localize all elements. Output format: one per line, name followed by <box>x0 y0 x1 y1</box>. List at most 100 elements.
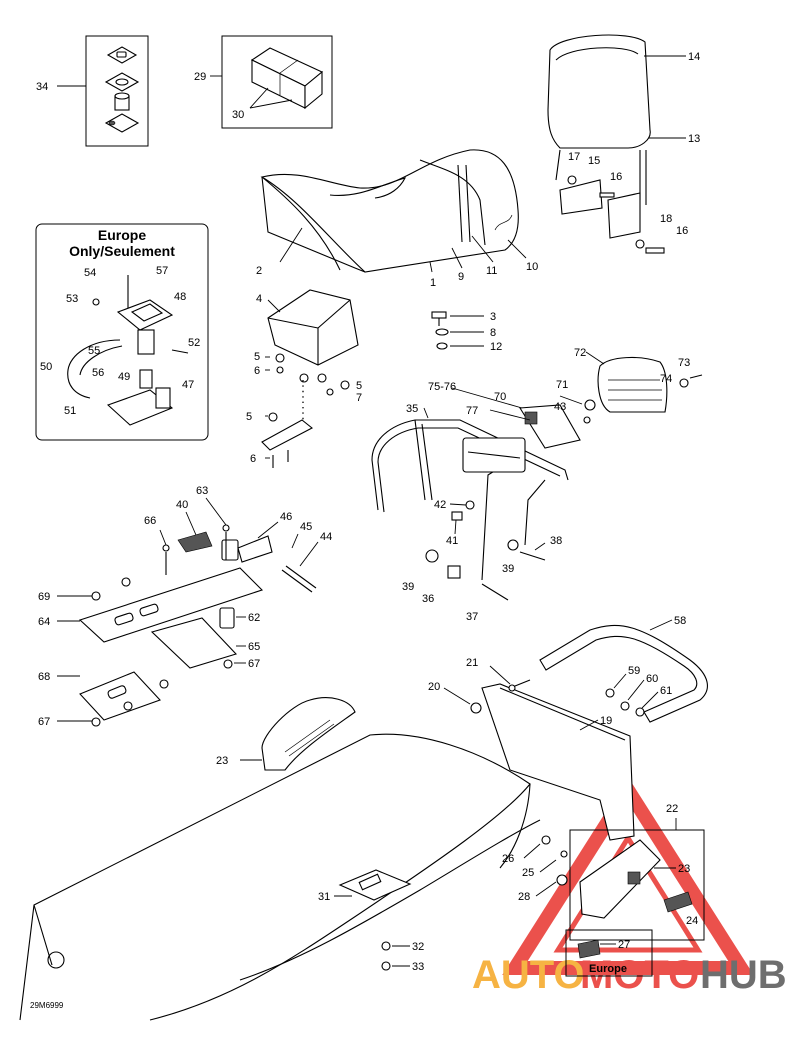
label-39a: 39 <box>502 563 514 575</box>
label-73: 73 <box>678 357 690 369</box>
label-4: 4 <box>256 293 262 305</box>
label-49: 49 <box>118 371 130 383</box>
label-5c: 5 <box>246 411 252 423</box>
label-59: 59 <box>628 665 640 677</box>
label-16b: 16 <box>676 225 688 237</box>
label-46: 46 <box>280 511 292 523</box>
watermark-hub: HUB <box>700 953 787 997</box>
label-66: 66 <box>144 515 156 527</box>
label-50: 50 <box>40 361 52 373</box>
label-42: 42 <box>434 499 446 511</box>
label-7: 7 <box>356 392 362 404</box>
label-52: 52 <box>188 337 200 349</box>
label-16a: 16 <box>610 171 622 183</box>
label-39b: 39 <box>402 581 414 593</box>
label-34: 34 <box>36 81 48 93</box>
label-61: 61 <box>660 685 672 697</box>
label-53: 53 <box>66 293 78 305</box>
seat-drawing <box>260 149 519 273</box>
watermark-auto: AUTO <box>472 953 585 997</box>
label-12: 12 <box>490 341 502 353</box>
label-58: 58 <box>674 615 686 627</box>
label-75-76: 75-76 <box>428 381 456 393</box>
label-44: 44 <box>320 531 332 543</box>
label-55: 55 <box>88 345 100 357</box>
label-36: 36 <box>422 593 434 605</box>
label-74: 74 <box>660 373 672 385</box>
label-11: 11 <box>486 265 497 277</box>
label-22: 22 <box>666 803 678 815</box>
label-45: 45 <box>300 521 312 533</box>
label-56: 56 <box>92 367 104 379</box>
box-34 <box>85 35 149 147</box>
label-32: 32 <box>412 941 424 953</box>
mount-plates-drawing <box>78 524 317 727</box>
label-25: 25 <box>522 867 534 879</box>
seat-bracket-drawing <box>261 289 359 468</box>
rear-rack-drawing <box>371 404 581 581</box>
label-6b: 6 <box>250 453 256 465</box>
label-5b: 5 <box>356 380 362 392</box>
label-77: 77 <box>466 405 478 417</box>
box-europe-27 <box>565 929 653 977</box>
label-65: 65 <box>248 641 260 653</box>
label-14: 14 <box>688 51 700 63</box>
label-71: 71 <box>556 379 568 391</box>
footrest-23-drawing <box>261 697 356 771</box>
europe-box-parts-drawing <box>67 275 189 426</box>
rack-hardware <box>425 500 546 601</box>
label-10: 10 <box>526 261 538 273</box>
label-64: 64 <box>38 616 50 628</box>
europe-only-box <box>35 223 209 441</box>
taillight-drawing <box>583 356 703 424</box>
label-18: 18 <box>660 213 672 225</box>
tunnel-drawing <box>19 733 541 1021</box>
label-37: 37 <box>466 611 478 623</box>
label-38: 38 <box>550 535 562 547</box>
label-68: 68 <box>38 671 50 683</box>
label-43: 43 <box>554 401 566 413</box>
label-67a: 67 <box>248 658 260 670</box>
label-9: 9 <box>458 271 464 283</box>
label-30: 30 <box>232 109 244 121</box>
label-47: 47 <box>182 379 194 391</box>
label-41: 41 <box>446 535 458 547</box>
snow-guard-drawing <box>470 679 635 841</box>
label-27: 27 <box>618 939 630 951</box>
part-labels: 34 29 30 14 13 17 15 16 18 16 2 1 9 11 1… <box>36 51 700 973</box>
label-48: 48 <box>174 291 186 303</box>
label-1: 1 <box>430 277 436 289</box>
label-33: 33 <box>412 961 424 973</box>
label-21: 21 <box>466 657 478 669</box>
box-22 <box>569 829 705 941</box>
label-6a: 6 <box>254 365 260 377</box>
label-62: 62 <box>248 612 260 624</box>
europe-box-title-line1: Europe <box>98 227 146 243</box>
label-72: 72 <box>574 347 586 359</box>
label-29: 29 <box>194 71 206 83</box>
label-24: 24 <box>686 915 698 927</box>
europe-small-label: Europe <box>589 963 627 975</box>
label-2: 2 <box>256 265 262 277</box>
label-17: 17 <box>568 151 580 163</box>
box-29 <box>221 35 333 129</box>
small-hardware-3-8-12 <box>431 311 449 350</box>
label-54: 54 <box>84 267 96 279</box>
label-3: 3 <box>490 311 496 323</box>
label-8: 8 <box>490 327 496 339</box>
label-51: 51 <box>64 405 76 417</box>
label-35: 35 <box>406 403 418 415</box>
label-20: 20 <box>428 681 440 693</box>
label-60: 60 <box>646 673 658 685</box>
label-28: 28 <box>518 891 530 903</box>
watermark-moto: MOTO <box>580 953 699 997</box>
label-5a: 5 <box>254 351 260 363</box>
label-57: 57 <box>156 265 168 277</box>
label-15: 15 <box>588 155 600 167</box>
part-30-drawing <box>250 47 324 110</box>
label-70: 70 <box>494 391 506 403</box>
reflector-drawing <box>541 835 693 959</box>
label-69: 69 <box>38 591 50 603</box>
